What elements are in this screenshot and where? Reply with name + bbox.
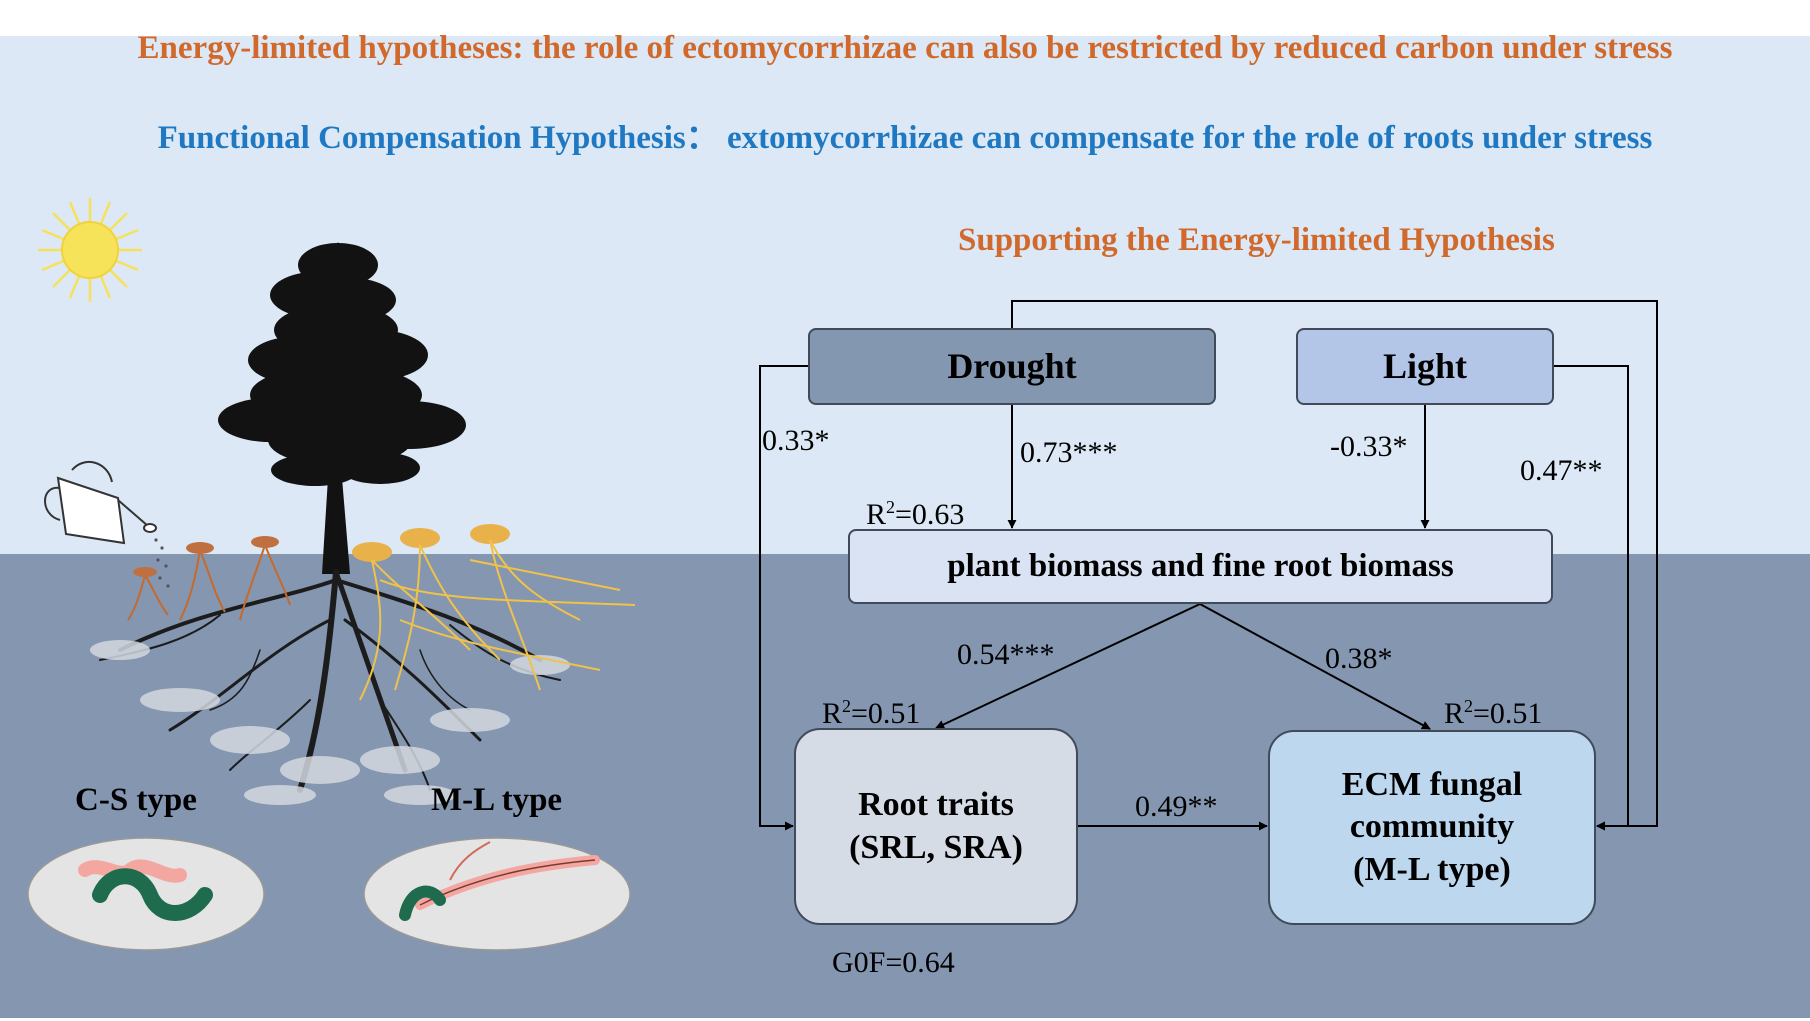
light-label: Light xyxy=(1382,346,1468,386)
arrow-biomass-to-ecm xyxy=(1199,603,1431,730)
sun-icon xyxy=(38,198,142,302)
coef-root-to-ecm: 0.49** xyxy=(1135,790,1218,823)
light-node: Light xyxy=(1296,328,1554,405)
coef-light-to-biomass: -0.33* xyxy=(1330,430,1408,463)
arrow-drought-to-root xyxy=(759,365,808,831)
hyphae-icon xyxy=(127,544,291,621)
coef-biomass-to-root: 0.54*** xyxy=(957,638,1055,671)
cs-type-diagram xyxy=(27,837,265,951)
root-traits-sublabel: (SRL, SRA) xyxy=(849,828,1023,866)
mushroom-icon xyxy=(133,524,510,577)
fine-roots-icon xyxy=(90,640,570,805)
drought-label: Drought xyxy=(947,346,1077,386)
supporting-hypothesis-title: Supporting the Energy-limited Hypothesis xyxy=(958,222,1555,258)
biomass-label: plant biomass and fine root biomass xyxy=(947,547,1454,584)
drought-node: Drought xyxy=(808,328,1216,405)
cs-type-label: C-S type xyxy=(75,782,197,818)
arrow-biomass-to-root xyxy=(935,603,1201,729)
coef-light-to-ecm: 0.47** xyxy=(1520,454,1603,487)
coef-drought-to-biomass: 0.73*** xyxy=(1020,436,1118,469)
coef-drought-to-root: 0.33* xyxy=(762,424,830,457)
path-arrows xyxy=(759,300,1658,831)
coef-biomass-to-ecm: 0.38* xyxy=(1325,642,1393,675)
ml-type-diagram xyxy=(363,837,631,951)
energy-limited-hypothesis-title: Energy-limited hypotheses: the role of e… xyxy=(137,30,1673,66)
biomass-node: plant biomass and fine root biomass xyxy=(848,529,1553,604)
water-drops-icon xyxy=(154,538,170,588)
root-traits-node: Root traits (SRL, SRA) xyxy=(794,728,1078,925)
ecm-label-line3: (M-L type) xyxy=(1353,850,1511,888)
ecm-label-line1: ECM fungal xyxy=(1341,765,1523,803)
ml-type-label: M-L type xyxy=(431,782,563,818)
root-traits-label: Root traits xyxy=(858,786,1014,823)
goodness-of-fit-label: G0F=0.64 xyxy=(832,946,955,979)
ecm-community-node: ECM fungal community (M-L type) xyxy=(1268,730,1596,925)
biomass-r2-label: R2=0.63 xyxy=(866,497,965,531)
ecm-label-line2: community xyxy=(1349,808,1515,846)
hyphae-icon xyxy=(359,539,636,701)
root-r2-label: R2=0.51 xyxy=(822,696,921,730)
watering-can-icon xyxy=(44,461,157,545)
ecm-r2-label: R2=0.51 xyxy=(1444,696,1543,730)
functional-compensation-hypothesis-title: Functional Compensation Hypothesis： exto… xyxy=(157,120,1653,156)
arrow-drought-to-ecm xyxy=(1011,300,1658,831)
tree-icon xyxy=(218,242,466,574)
